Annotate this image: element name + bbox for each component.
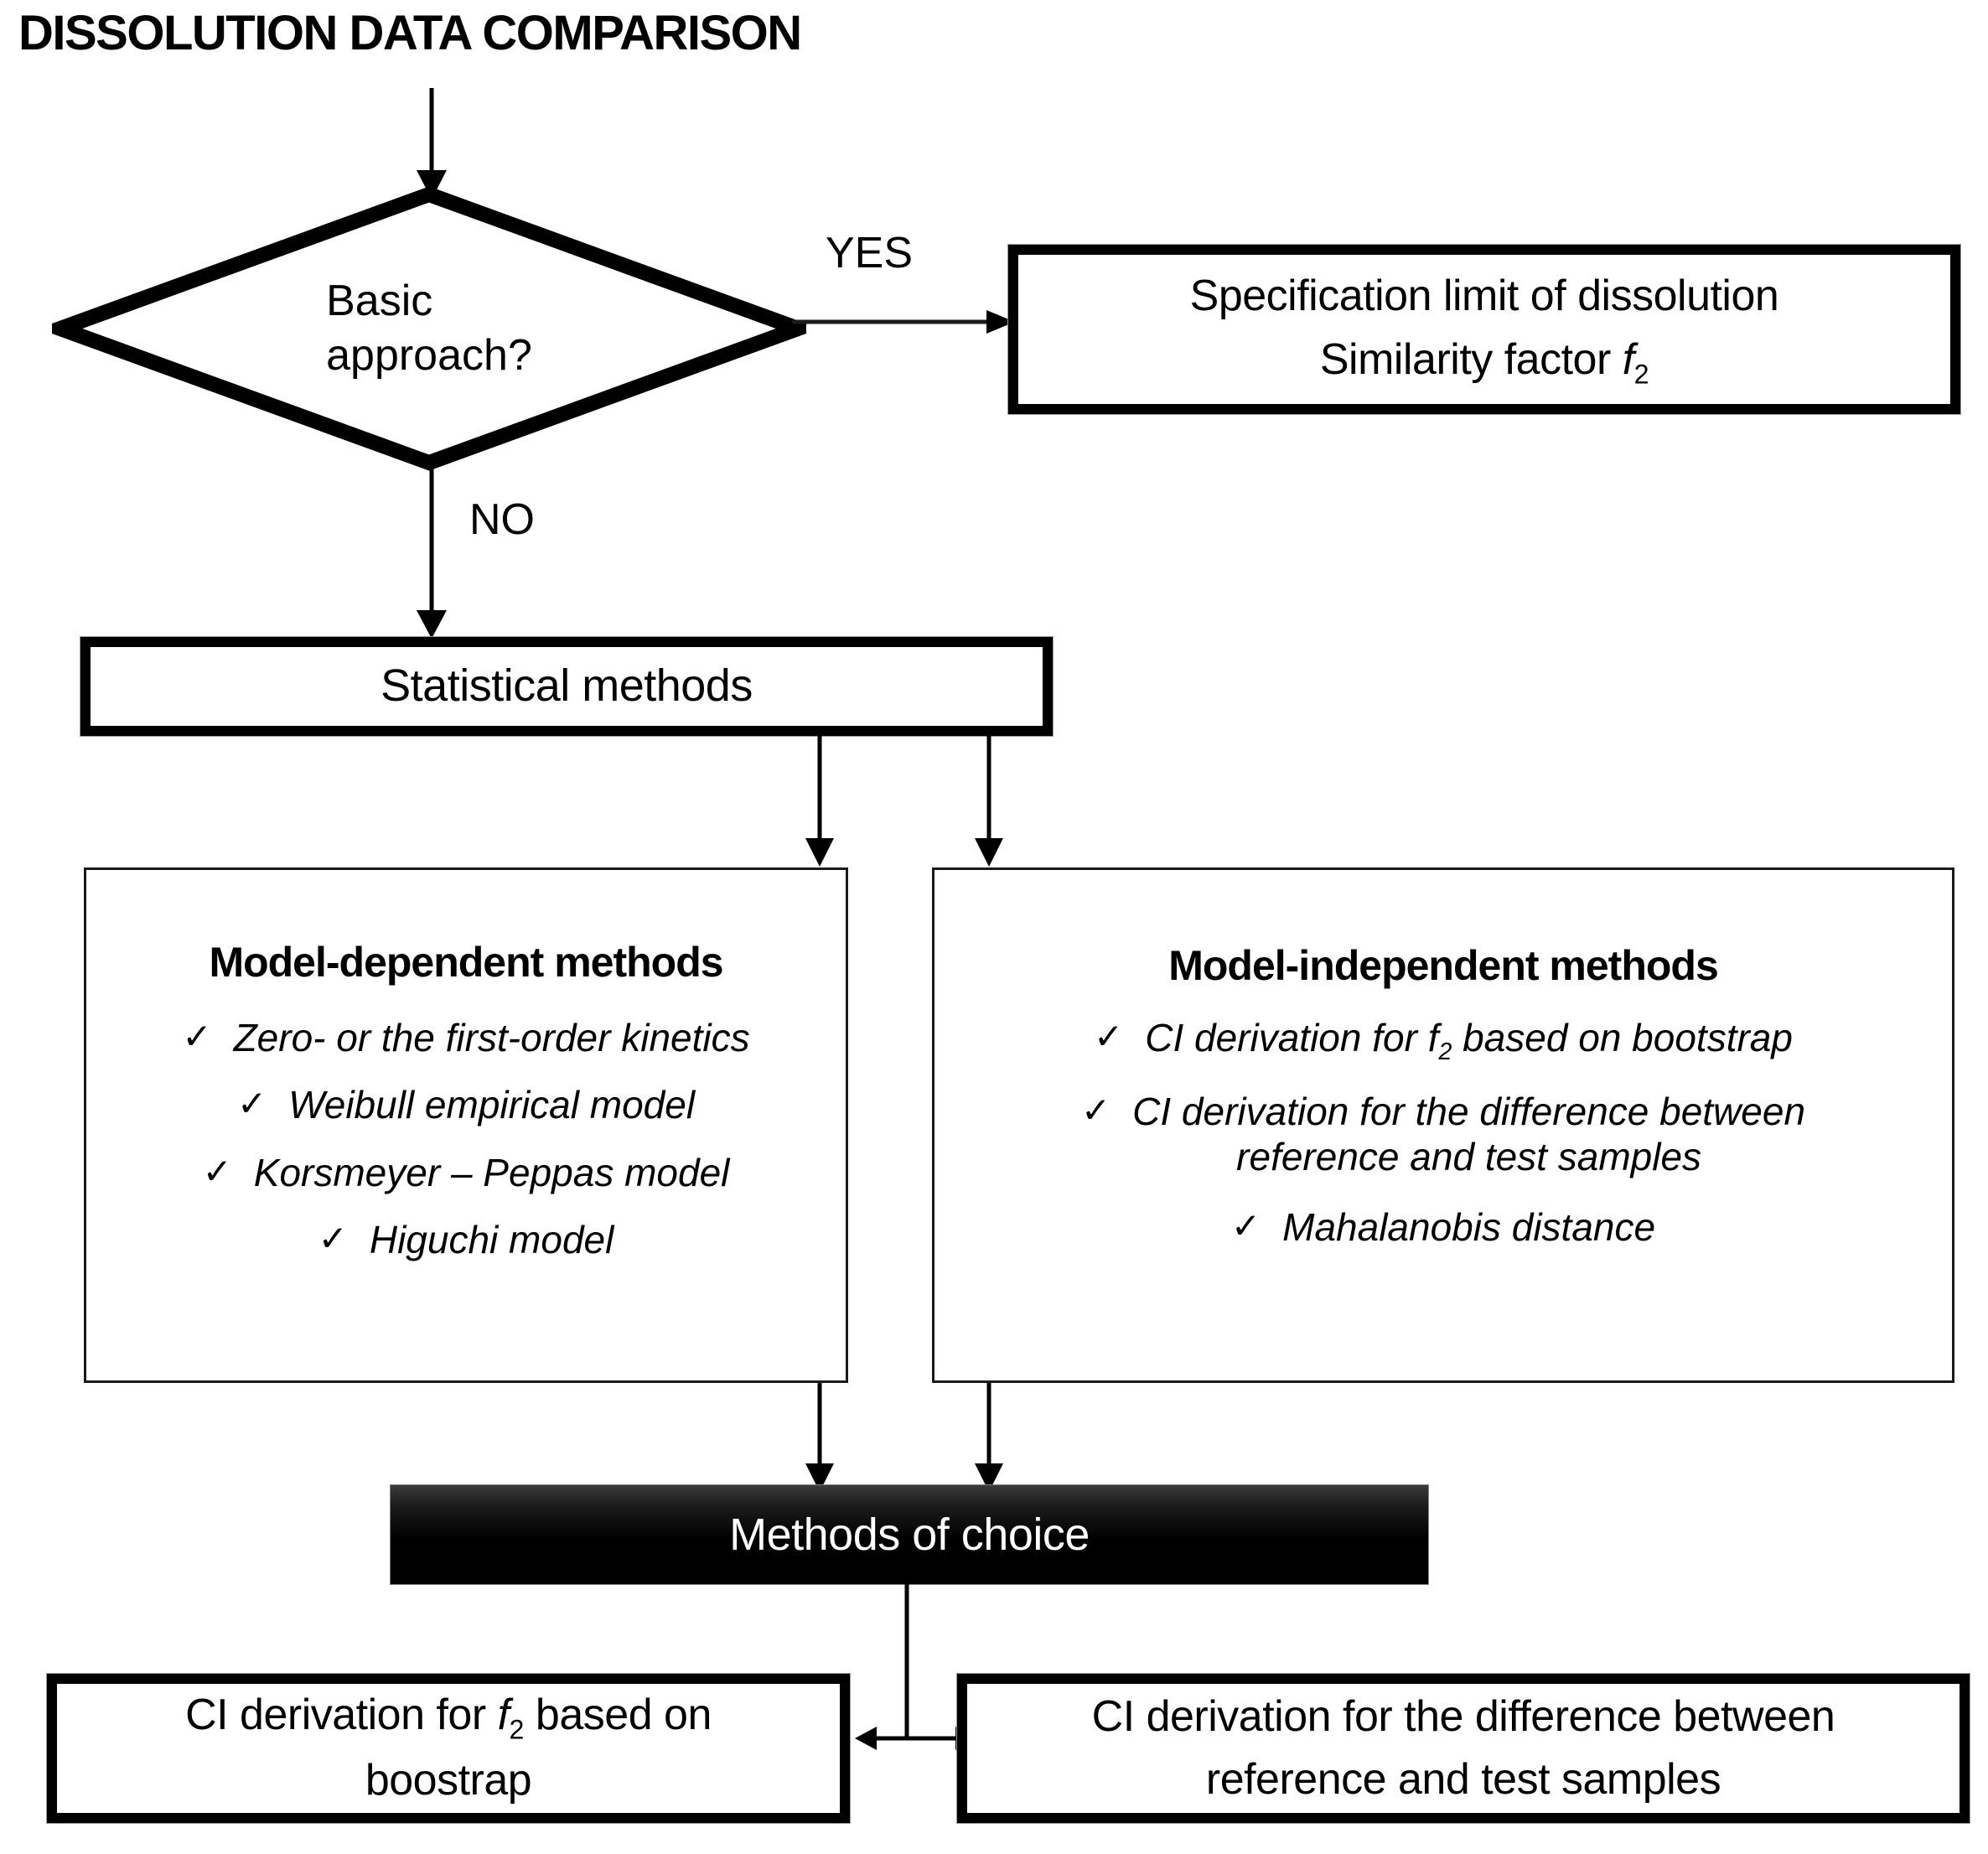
connector-decision-to-statistical xyxy=(394,463,469,640)
list-item[interactable]: ✓ Higuchi model xyxy=(106,1217,826,1262)
check-icon: ✓ xyxy=(1080,1090,1111,1130)
list-item-label: CI derivation for the difference between… xyxy=(1132,1089,1806,1179)
model-independent-heading: Model-independent methods xyxy=(1168,942,1719,989)
branch-label-yes: YES xyxy=(826,229,914,277)
model-dependent-content: Model-dependent methods ✓ Zero- or the f… xyxy=(84,867,848,1383)
model-independent-content: Model-independent methods ✓ CI derivatio… xyxy=(932,867,1954,1383)
f2-symbol: f xyxy=(1427,1016,1439,1059)
outcome-right-text: CI derivation for the difference between… xyxy=(1091,1691,1835,1804)
model-independent-list: ✓ CI derivation for f2 based on bootstra… xyxy=(954,990,1933,1251)
page-title: DISSOLUTION DATA COMPARISON xyxy=(18,6,802,60)
list-item-label: Higuchi model xyxy=(369,1217,614,1261)
statistical-methods-label: Statistical methods xyxy=(381,660,753,712)
model-dependent-heading: Model-dependent methods xyxy=(209,939,723,986)
f2-symbol: f xyxy=(497,1691,510,1740)
check-icon: ✓ xyxy=(236,1084,267,1124)
basic-approach-line2-prefix: Similarity factor xyxy=(1319,334,1623,384)
methods-of-choice-label: Methods of choice xyxy=(729,1510,1090,1560)
check-icon: ✓ xyxy=(1230,1206,1261,1246)
connector-statistical-to-model-independent xyxy=(955,734,1022,868)
check-icon: ✓ xyxy=(318,1218,348,1258)
model-dependent-list: ✓ Zero- or the first-order kinetics ✓ We… xyxy=(106,987,826,1262)
connector-statistical-to-model-dependent xyxy=(786,734,853,868)
list-item[interactable]: ✓ Weibull empirical model xyxy=(106,1082,826,1127)
list-item[interactable]: ✓ Mahalanobis distance xyxy=(954,1204,1933,1250)
connector-decision-to-basic xyxy=(792,308,1018,335)
list-item-label: CI derivation for f2 based on bootstrap xyxy=(1145,1016,1793,1066)
basic-approach-line1: Specification limit of dissolution xyxy=(1189,272,1779,321)
list-item-label: Mahalanobis distance xyxy=(1282,1205,1656,1250)
similarity-factor-subscript: 2 xyxy=(1633,359,1649,390)
methods-of-choice-box[interactable]: Methods of choice xyxy=(390,1484,1429,1585)
list-item[interactable]: ✓ Zero- or the first-order kinetics xyxy=(106,1015,826,1060)
outcome-left-box[interactable]: CI derivation for f2 based on boostrap xyxy=(46,1673,851,1824)
connector-title-to-decision xyxy=(394,88,469,201)
model-independent-panel[interactable] xyxy=(932,867,1954,1383)
list-item-label: Weibull empirical model xyxy=(288,1083,696,1127)
f2-subscript: 2 xyxy=(509,1714,525,1745)
f2-subscript: 2 xyxy=(1438,1038,1452,1066)
connector-model-independent-to-choice xyxy=(955,1383,1022,1494)
check-icon: ✓ xyxy=(182,1017,212,1056)
decision-diamond[interactable]: Basic approach? xyxy=(52,186,806,471)
outcome-left-text: CI derivation for f2 based on boostrap xyxy=(185,1691,712,1805)
list-item[interactable]: ✓ Korsmeyer – Peppas model xyxy=(106,1150,826,1195)
connector-model-dependent-to-choice xyxy=(786,1383,853,1494)
statistical-methods-box[interactable]: Statistical methods xyxy=(80,636,1054,737)
branch-label-no: NO xyxy=(469,495,535,544)
list-item[interactable]: ✓ CI derivation for f2 based on bootstra… xyxy=(954,1015,1933,1067)
model-dependent-panel[interactable] xyxy=(84,867,848,1383)
list-item-label: Zero- or the first-order kinetics xyxy=(233,1016,750,1059)
outcome-right-box[interactable]: CI derivation for the difference between… xyxy=(956,1673,1970,1824)
list-item[interactable]: ✓ CI derivation for the difference betwe… xyxy=(954,1089,1933,1180)
check-icon: ✓ xyxy=(202,1151,232,1191)
list-item-label: Korsmeyer – Peppas model xyxy=(253,1150,730,1194)
decision-label: Basic approach? xyxy=(326,277,532,380)
similarity-factor-symbol: f xyxy=(1622,334,1634,384)
check-icon: ✓ xyxy=(1094,1017,1124,1056)
